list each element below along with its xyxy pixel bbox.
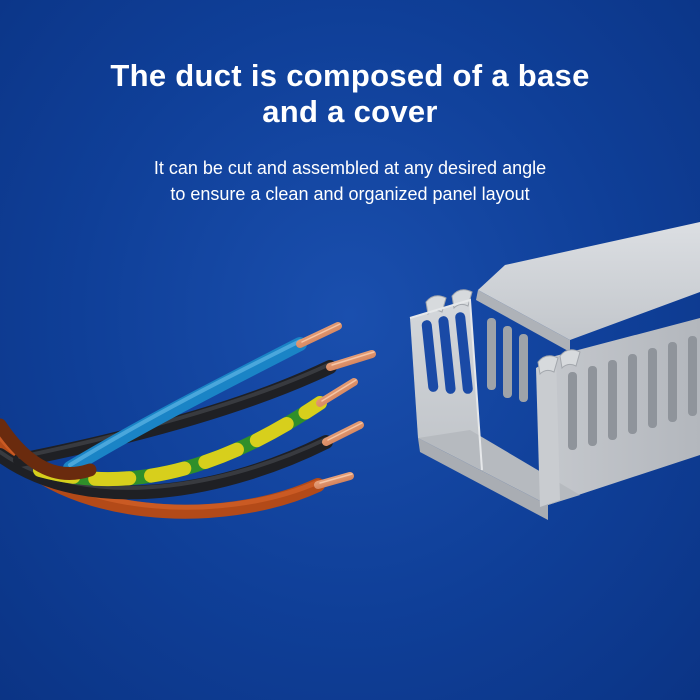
cable-duct-illustration [409,222,700,520]
subheadline-line-2: to ensure a clean and organized panel la… [170,184,530,204]
headline: The duct is composed of a base and a cov… [0,58,700,130]
subheadline: It can be cut and assembled at any desir… [0,155,700,207]
subheadline-line-1: It can be cut and assembled at any desir… [153,158,547,178]
headline-line-2: and a cover [262,94,438,129]
headline-line-1: The duct is composed of a base [110,58,590,93]
electrical-wires-illustration [0,322,376,519]
